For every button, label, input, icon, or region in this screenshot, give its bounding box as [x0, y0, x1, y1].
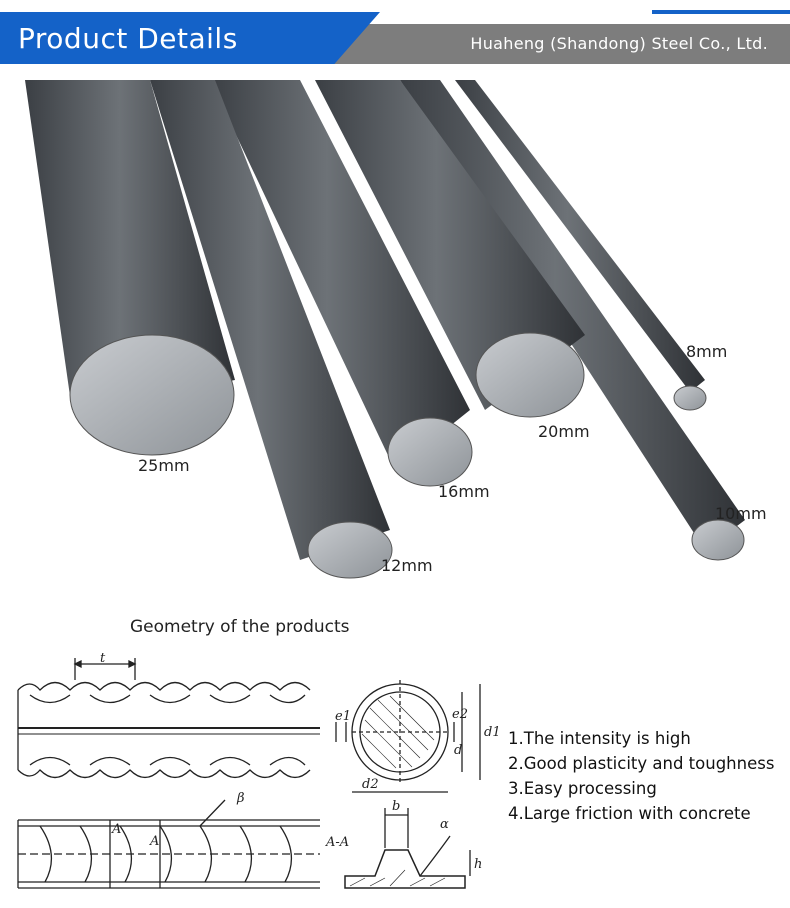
- symbol-d: d: [454, 743, 462, 758]
- label-16mm: 16mm: [438, 482, 490, 501]
- geometry-diagram: t e1 e2 d d1 d2 β A A A-A b α h: [0, 650, 501, 900]
- symbol-a-1: A: [111, 822, 121, 837]
- label-10mm: 10mm: [715, 504, 767, 523]
- side-view-top: [17, 658, 320, 779]
- rebar-16mm: [210, 80, 473, 487]
- feature-list: 1.The intensity is high 2.Good plasticit…: [508, 726, 774, 826]
- symbol-d1: d1: [484, 725, 500, 740]
- feature-item: 1.The intensity is high: [508, 729, 691, 748]
- feature-item: 4.Large friction with concrete: [508, 804, 751, 823]
- symbol-t: t: [100, 651, 106, 666]
- rebar-illustration: [25, 80, 745, 579]
- label-8mm: 8mm: [686, 342, 728, 361]
- rebar-12mm: [150, 80, 393, 579]
- label-25mm: 25mm: [138, 456, 190, 475]
- rib-section: [344, 808, 471, 889]
- rebar-photo: 25mm 12mm 16mm 20mm 10mm 8mm: [0, 80, 790, 600]
- feature-item: 3.Easy processing: [508, 779, 657, 798]
- cross-section: [335, 680, 481, 793]
- header-accent-line: [652, 10, 790, 14]
- symbol-e1: e1: [335, 709, 351, 724]
- symbol-b: b: [392, 799, 400, 814]
- rebar-20mm: [315, 80, 585, 418]
- feature-item: 2.Good plasticity and toughness: [508, 754, 775, 773]
- page-title: Product Details: [18, 22, 238, 55]
- symbol-a-2: A: [149, 834, 159, 849]
- side-view-bottom: [17, 799, 320, 889]
- company-bar: Huaheng (Shandong) Steel Co., Ltd.: [322, 24, 790, 64]
- label-12mm: 12mm: [381, 556, 433, 575]
- company-name: Huaheng (Shandong) Steel Co., Ltd.: [470, 34, 768, 53]
- header: Huaheng (Shandong) Steel Co., Ltd. Produ…: [0, 0, 790, 80]
- geometry-title: Geometry of the products: [130, 617, 350, 637]
- symbol-e2: e2: [452, 707, 468, 722]
- symbol-section: A-A: [325, 835, 349, 850]
- symbol-h: h: [474, 857, 482, 872]
- symbol-alpha: α: [440, 817, 449, 832]
- symbol-d2: d2: [362, 777, 379, 792]
- label-20mm: 20mm: [538, 422, 590, 441]
- symbol-beta: β: [236, 791, 245, 806]
- rebar-25mm: [25, 80, 235, 456]
- rebar-8mm: [455, 80, 707, 411]
- geometry-drawing: t e1 e2 d d1 d2 β A A A-A b α h: [17, 651, 501, 889]
- title-block: Product Details: [0, 12, 380, 64]
- rebar-10mm: [400, 80, 745, 561]
